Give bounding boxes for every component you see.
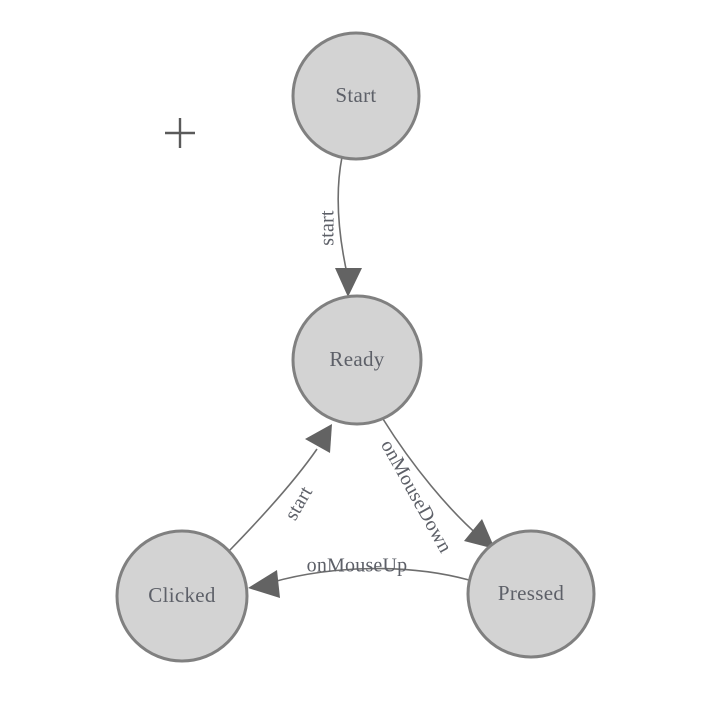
- arrow-head-pressed-to-clicked: [248, 570, 280, 598]
- edge-path-clicked-to-ready: [228, 448, 318, 552]
- node-ready[interactable]: Ready: [291, 294, 423, 426]
- edge-pressed-to-clicked[interactable]: [248, 567, 470, 598]
- node-clicked[interactable]: Clicked: [115, 529, 249, 663]
- edge-ready-to-pressed[interactable]: [382, 418, 495, 549]
- node-start-circle: [291, 31, 421, 161]
- edge-clicked-to-ready[interactable]: [228, 424, 332, 552]
- arrow-head-ready-to-pressed: [464, 519, 495, 549]
- node-ready-circle: [291, 294, 423, 426]
- edge-path-ready-to-pressed: [382, 418, 481, 538]
- edge-start-to-ready[interactable]: [335, 156, 362, 297]
- plus-marker-icon[interactable]: [165, 118, 195, 148]
- node-start-label: Start: [335, 83, 376, 107]
- node-pressed[interactable]: Pressed: [466, 529, 596, 659]
- node-start[interactable]: Start: [291, 31, 421, 161]
- node-pressed-circle: [466, 529, 596, 659]
- edge-label-pressed-to-clicked: onMouseUp: [307, 555, 408, 577]
- arrow-head-clicked-to-ready: [305, 424, 332, 453]
- edge-path-start-to-ready: [337, 156, 349, 279]
- edge-label-start-to-ready: start: [317, 210, 339, 246]
- node-clicked-label: Clicked: [148, 583, 216, 607]
- edge-label-ready-to-pressed: onMouseDown: [376, 436, 456, 556]
- edge-path-pressed-to-clicked: [272, 567, 470, 583]
- node-ready-label: Ready: [329, 347, 384, 371]
- node-pressed-label: Pressed: [498, 581, 564, 605]
- arrow-head-start-to-ready: [335, 268, 362, 297]
- node-clicked-circle: [115, 529, 249, 663]
